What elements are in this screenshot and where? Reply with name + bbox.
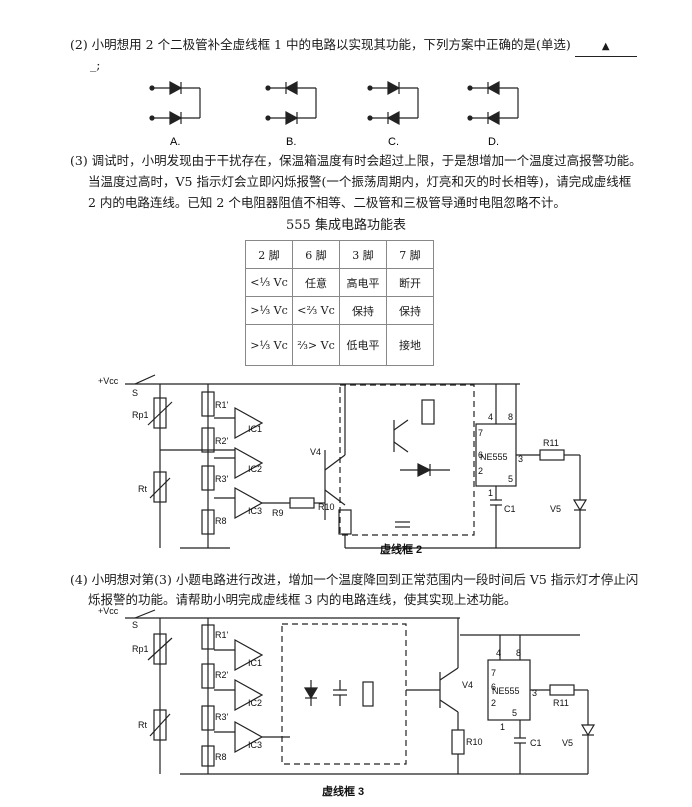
function-table: 2 脚 6 脚 3 脚 7 脚 <⅓ Vc 任意 高电平 断开 >⅓ Vc <⅔… (245, 240, 434, 366)
pin-label: 7 (478, 428, 483, 438)
pin-label: 7 (491, 668, 496, 678)
table-header: 6 脚 (292, 240, 340, 269)
v4-label: V4 (310, 447, 321, 457)
question-2-text: (2) 小明想用 2 个二极管补全虚线框 1 中的电路以实现其功能，下列方案中正… (70, 37, 571, 52)
pin-label: 3 (518, 454, 523, 464)
r11-label: R11 (543, 438, 559, 448)
option-b-label: B. (286, 136, 296, 148)
dashed-box-3-caption: 虚线框 3 (322, 784, 364, 798)
table-cell: 低电平 (339, 324, 387, 366)
r1-label: R1' (215, 630, 229, 640)
table-cell: >⅓ Vc (245, 324, 293, 366)
r3-label: R3' (215, 474, 229, 484)
question-3-line1: (3) 调试时，小明发现由于干扰存在，保温箱温度有时会超过上限，于是想增加一个温… (70, 153, 642, 168)
r8-label: R8 (215, 752, 227, 762)
pin-label: 1 (488, 488, 493, 498)
table-cell: <⅔ Vc (292, 296, 340, 325)
ic1-label: IC1 (248, 424, 262, 434)
r3-label: R3' (215, 712, 229, 722)
r11-label: R11 (553, 698, 569, 708)
ic1-label: IC1 (248, 658, 262, 668)
question-2-tail: _; (90, 57, 101, 72)
pin-label: 2 (491, 698, 496, 708)
diode-options: A. B. C. D. (149, 80, 519, 148)
rt-label: Rt (138, 484, 147, 494)
table-row: <⅓ Vc 任意 高电平 断开 (245, 268, 434, 297)
pin-label: 8 (508, 412, 513, 422)
r10-label: R10 (466, 737, 483, 747)
c1-label: C1 (530, 738, 542, 748)
option-d-label: D. (488, 136, 499, 148)
pin-label: 3 (532, 688, 537, 698)
r2-label: R2' (215, 670, 229, 680)
ne555-label: NE555 (492, 686, 520, 696)
ic2-label: IC2 (248, 464, 262, 474)
table-cell: 接地 (386, 324, 434, 366)
question-2: (2) 小明想用 2 个二极管补全虚线框 1 中的电路以实现其功能，下列方案中正… (70, 35, 637, 57)
v4-label: V4 (462, 680, 473, 690)
rp1-label: Rp1 (132, 644, 149, 654)
table-cell: 高电平 (339, 268, 387, 297)
question-4-line2: 烁报警的功能。请帮助小明完成虚线框 3 内的电路连线，使其实现上述功能。 (88, 592, 517, 607)
r8-label: R8 (215, 516, 227, 526)
vcc-label: +Vcc (98, 376, 119, 386)
table-row: >⅓ Vc ⅔> Vc 低电平 接地 (245, 324, 434, 366)
ne555-label: NE555 (480, 452, 508, 462)
pin-label: 4 (496, 648, 501, 658)
table-cell: 任意 (292, 268, 340, 297)
table-title: 555 集成电路功能表 (286, 218, 406, 233)
v5-label: V5 (550, 504, 561, 514)
table-cell: ⅔> Vc (292, 324, 340, 366)
question-3-line3: 2 内的电路连线。已知 2 个电阻器阻值不相等、二极管和三极管导通时电阻忽略不计… (88, 195, 566, 210)
ic3-label: IC3 (248, 740, 262, 750)
pin-label: 2 (478, 466, 483, 476)
rp1-label: Rp1 (132, 410, 149, 420)
table-cell: 保持 (386, 296, 434, 325)
option-c-diagram (367, 80, 419, 126)
question-4-line1: (4) 小明想对第(3) 小题电路进行改进，增加一个温度降回到正常范围内一段时间… (70, 572, 639, 587)
r9-label: R9 (272, 508, 284, 518)
r1-label: R1' (215, 400, 229, 410)
switch-label: S (132, 388, 138, 398)
ic3-label: IC3 (248, 506, 262, 516)
option-b-diagram (265, 80, 317, 126)
pin-label: 6 (478, 450, 483, 460)
vcc-label: +Vcc (98, 606, 119, 616)
option-a-diagram (149, 80, 201, 126)
option-d-diagram (467, 80, 519, 126)
pin-label: 5 (512, 708, 517, 718)
option-a-label: A. (170, 136, 180, 148)
table-header: 7 脚 (386, 240, 434, 269)
pin-label: 8 (516, 648, 521, 658)
pin-label: 5 (508, 474, 513, 484)
answer-blank: ▲ (574, 35, 637, 57)
rt-label: Rt (138, 720, 147, 730)
c1-label: C1 (504, 504, 516, 514)
v5-label: V5 (562, 738, 573, 748)
pin-label: 1 (500, 722, 505, 732)
pin-label: 4 (488, 412, 493, 422)
ic2-label: IC2 (248, 698, 262, 708)
r10-label: R10 (318, 502, 335, 512)
r2-label: R2' (215, 436, 229, 446)
question-3-line2: 当温度过高时，V5 指示灯会立即闪烁报警(一个振荡周期内，灯亮和灭的时长相等)，… (88, 174, 632, 189)
option-c-label: C. (388, 136, 399, 148)
dashed-box-2-caption: 虚线框 2 (380, 542, 422, 556)
pin-label: 6 (491, 682, 496, 692)
switch-label: S (132, 620, 138, 630)
